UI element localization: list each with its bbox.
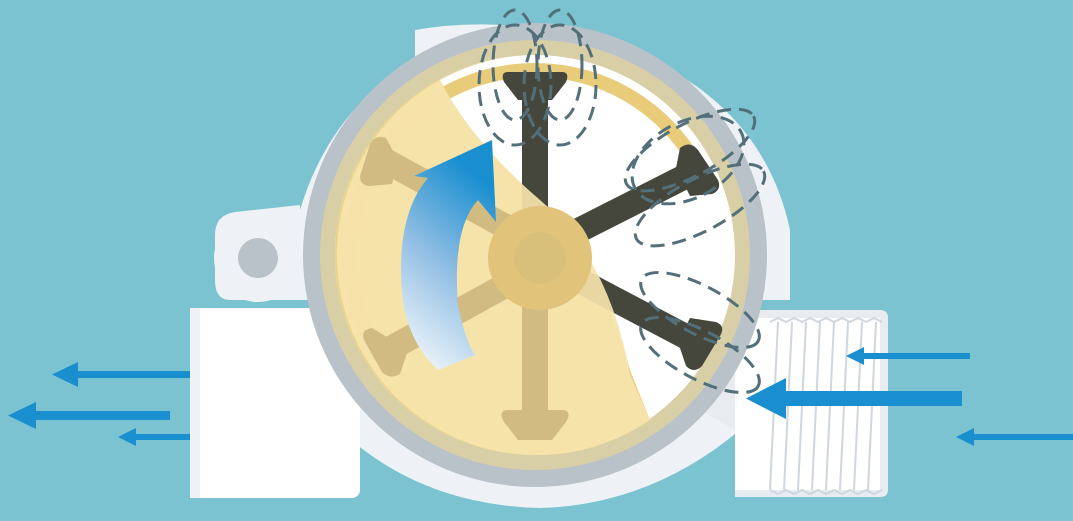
mounting-hole (238, 238, 278, 278)
rotor-axle (514, 232, 566, 284)
mounting-lug (214, 205, 302, 302)
outlet-pipe-shade (190, 308, 200, 498)
